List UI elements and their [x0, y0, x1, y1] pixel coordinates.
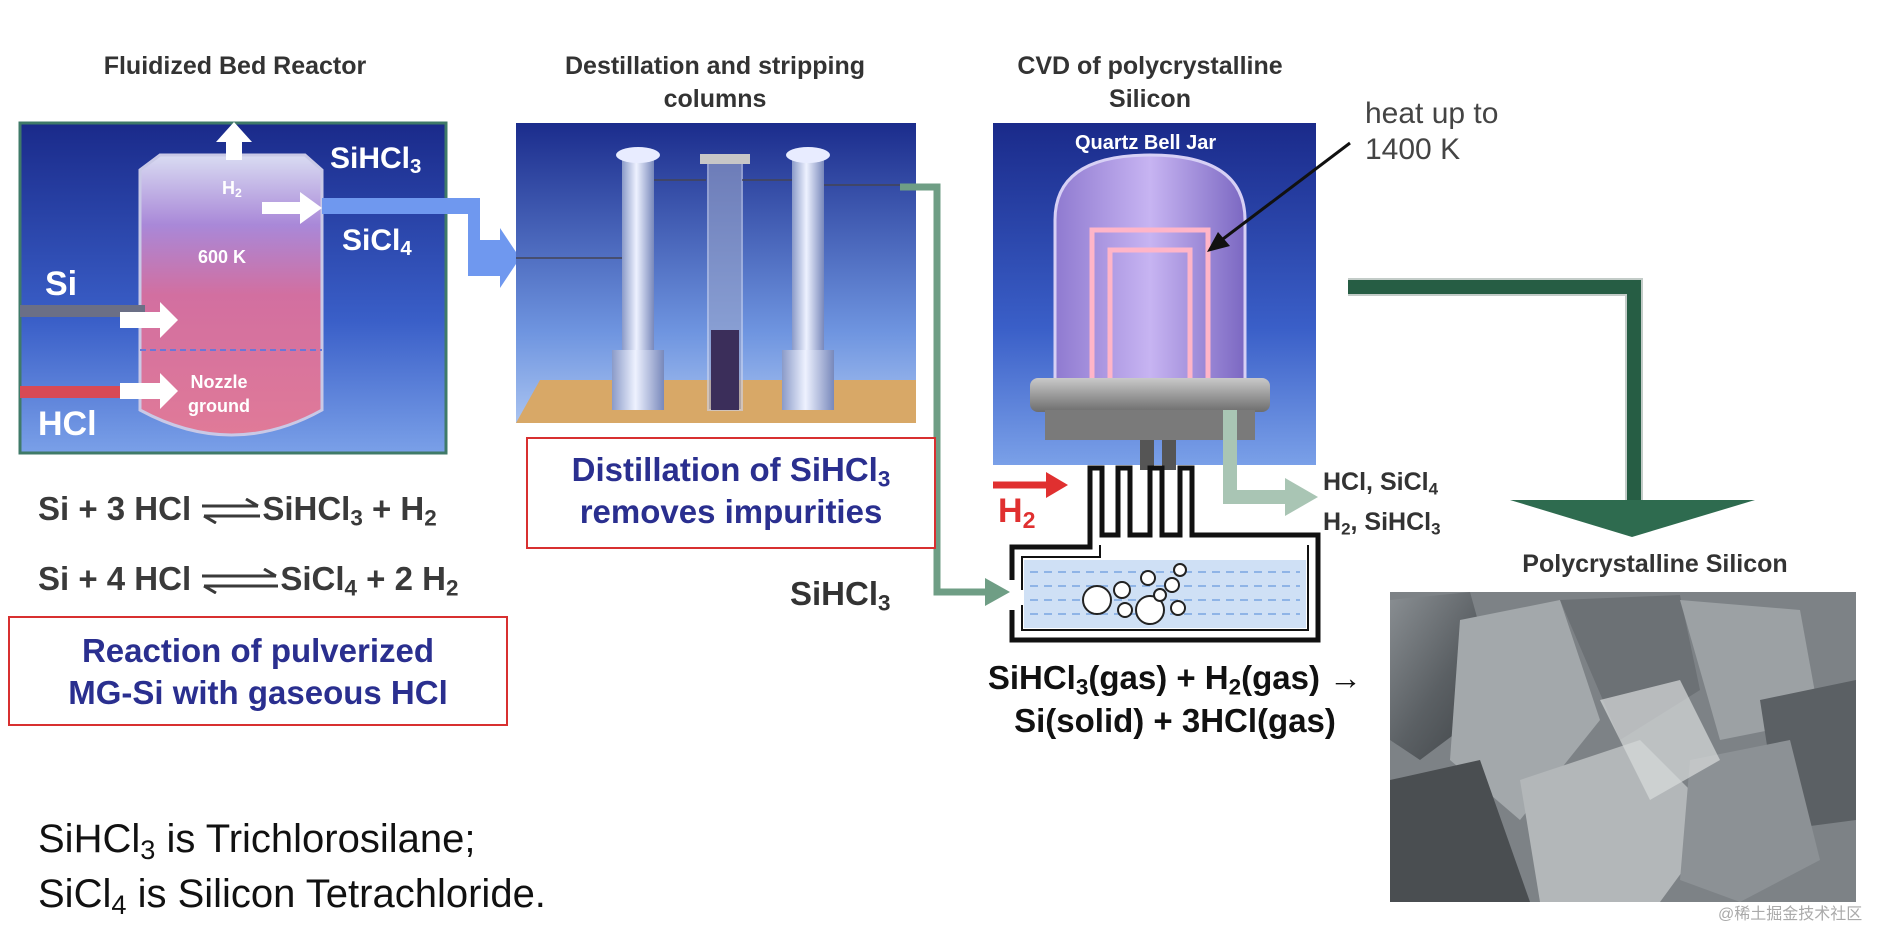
sihcl3-flow-arrow [900, 183, 1010, 606]
polycrystalline-silicon-photo [1390, 592, 1856, 902]
header-polycrystalline-silicon: Polycrystalline Silicon [1522, 550, 1788, 578]
product-flow-arrow [1348, 278, 1755, 537]
equation-sihcl3: Si + 3 HCl SiHCl3 + H2 [38, 490, 437, 531]
h2-inlet-label: H2 [998, 492, 1036, 533]
distillation-columns [516, 123, 916, 423]
equilibrium-arrow-icon [202, 497, 261, 525]
header-cvd: CVD of polycrystalline Silicon [1017, 52, 1283, 113]
sihcl3-feed-label: SiHCl3 [790, 575, 891, 616]
quartz-bell-jar-label: Quartz Bell Jar [1075, 132, 1217, 154]
exhaust-arrow [1223, 410, 1318, 516]
reactor-temperature: 600 K [198, 247, 247, 267]
reactor-h2-label: H2 [222, 178, 242, 201]
equation-sicl4: Si + 4 HCl SiCl4 + 2 H2 [38, 560, 459, 601]
watermark: @稀土掘金技术社区 [1718, 906, 1863, 923]
equilibrium-arrow-icon [202, 567, 279, 595]
reactor-si-inlet: Si [45, 265, 78, 303]
definitions: SiHCl3 is Trichlorosilane; SiCl4 is Sili… [38, 812, 546, 922]
header-distillation: Destillation and stripping columns [564, 52, 865, 113]
cvd-equation: SiHCl3(gas) + H2(gas) → Si(solid) + 3HCl… [987, 659, 1363, 739]
reactor-hcl-inlet: HCl [38, 405, 97, 443]
heat-pointer-arrow [1214, 141, 1351, 247]
header-fluidized-bed-reactor: Fluidized Bed Reactor [103, 52, 367, 80]
exhaust-gases-label: HCl, SiCl4 H2, SiHCl3 [1323, 468, 1441, 539]
bubbler-vessel [1009, 465, 1321, 643]
definition-sihcl3: SiHCl3 is Trichlorosilane; [38, 817, 476, 865]
reactor-sicl4-outlet: SiCl4 [342, 224, 412, 261]
definition-sicl4: SiCl4 is Silicon Tetrachloride. [38, 872, 546, 920]
cvd-bell-jar [993, 123, 1316, 470]
reactor-sihcl3-outlet: SiHCl3 [330, 142, 422, 179]
fluidized-bed-reactor [18, 121, 520, 455]
